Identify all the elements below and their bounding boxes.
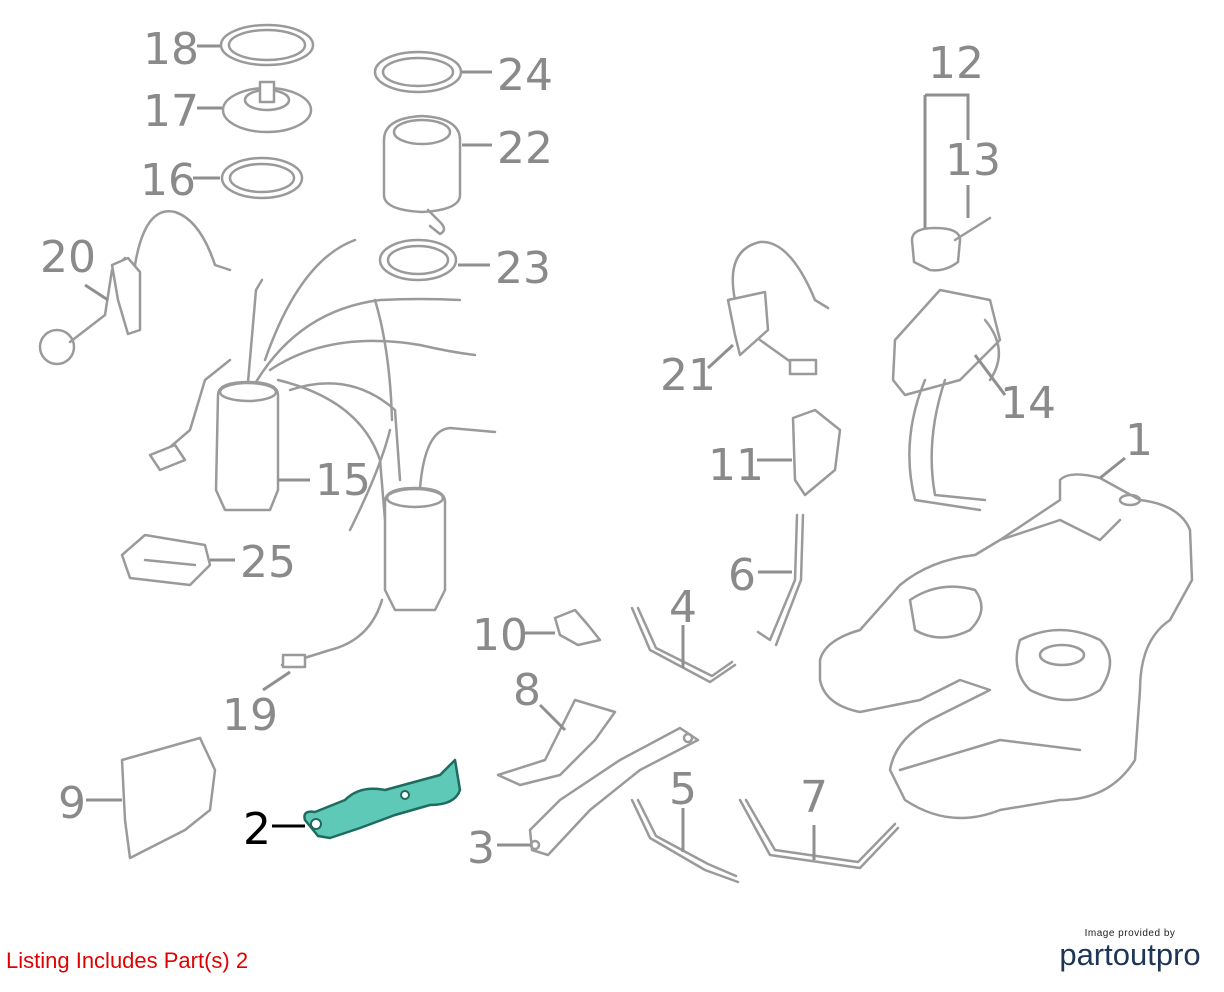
callout-21: 21: [660, 350, 716, 401]
brand-provided-by: Image provided by: [1084, 928, 1176, 939]
callout-19: 19: [222, 690, 278, 741]
callout-4: 4: [669, 582, 697, 633]
callout-24: 24: [497, 50, 553, 101]
callout-6: 6: [728, 550, 756, 601]
part-15-fuel-pump-assembly: [148, 238, 477, 522]
callout-2: 2: [243, 804, 271, 855]
callout-25: 25: [240, 537, 296, 588]
callout-23: 23: [495, 243, 551, 294]
part-pump-canister: [348, 426, 497, 612]
part-7-strap: [738, 798, 900, 870]
part-12-filler-cap: [910, 216, 992, 272]
callout-7: 7: [800, 772, 828, 823]
callout-18: 18: [143, 24, 199, 75]
part-10-clip: [553, 608, 602, 647]
part-20-level-sensor: [38, 210, 232, 366]
callout-8: 8: [513, 665, 541, 716]
part-22-fuel-pump-module: [382, 114, 462, 236]
brand-name: partoutpro: [1059, 937, 1201, 972]
callout-14: 14: [1000, 378, 1056, 429]
brand-logo: Image provided by partoutpro: [1050, 928, 1210, 970]
callout-labels: 18 17 16 24 22 23 20 15 25 19 9 2 3 8 10…: [40, 24, 1153, 874]
part-21-sensor: [726, 240, 830, 376]
callout-17: 17: [143, 86, 199, 137]
callout-5: 5: [669, 764, 697, 815]
callout-20: 20: [40, 232, 96, 283]
part-9-heat-shield: [120, 736, 217, 860]
part-18-lock-ring: [219, 23, 315, 67]
callout-12: 12: [928, 38, 984, 89]
part-16-gasket: [220, 156, 304, 200]
part-2-bracket-highlighted: [303, 758, 462, 840]
part-23-seal: [378, 238, 458, 282]
part-11-heat-shield: [791, 408, 842, 497]
callout-16: 16: [140, 155, 196, 206]
part-8-bracket: [496, 698, 617, 787]
callout-3: 3: [467, 823, 495, 874]
part-14-filler-neck: [891, 288, 1002, 512]
listing-includes-note: Listing Includes Part(s) 2: [6, 948, 249, 973]
part-25-control-module: [120, 533, 212, 587]
part-1-fuel-tank: [818, 473, 1194, 820]
part-17-flange: [221, 80, 313, 134]
part-19-connector: [280, 598, 384, 669]
callout-15: 15: [315, 455, 371, 506]
callout-11: 11: [708, 440, 764, 491]
callout-13: 13: [945, 135, 1001, 186]
callout-10: 10: [472, 610, 528, 661]
part-6-strap: [756, 513, 805, 647]
callout-1: 1: [1125, 415, 1153, 466]
callout-22: 22: [497, 123, 553, 174]
leader-lines: [84, 44, 1126, 860]
part-24-lock-ring: [373, 50, 463, 94]
part-3-brace: [528, 726, 700, 857]
callout-9: 9: [58, 778, 86, 829]
